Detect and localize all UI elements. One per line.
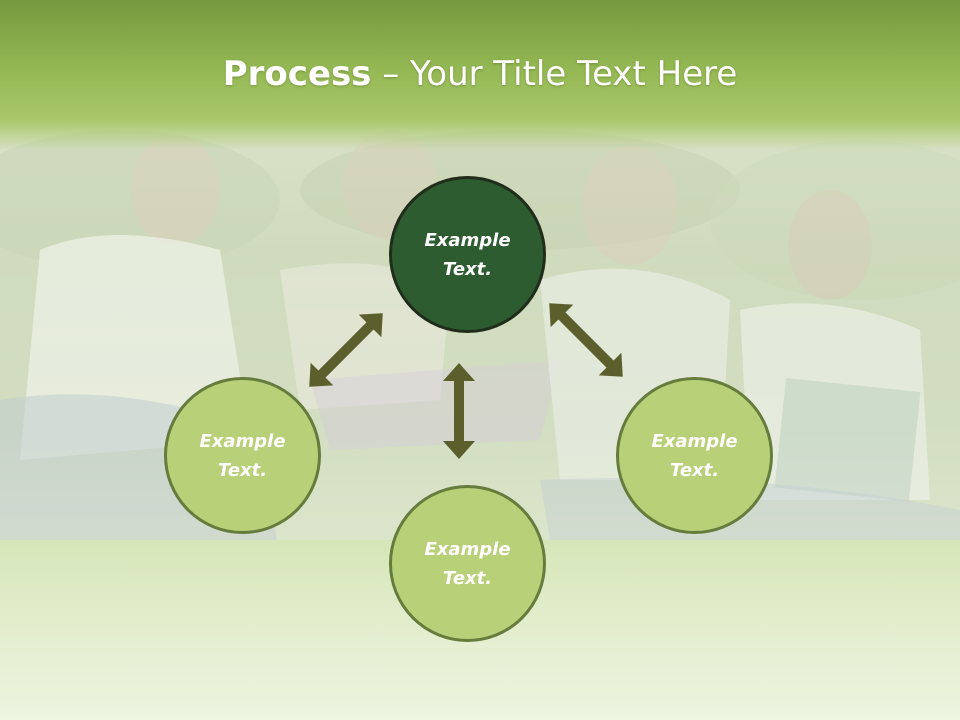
title-rest-part: – Your Title Text Here xyxy=(371,54,738,94)
slide-title: Process – Your Title Text Here xyxy=(0,52,960,96)
title-bar xyxy=(0,0,960,150)
title-bold-part: Process xyxy=(222,54,372,94)
process-node-right[interactable]: Example Text. xyxy=(616,377,773,534)
process-node-left[interactable]: Example Text. xyxy=(164,377,321,534)
node-top-text: Example Text. xyxy=(424,229,511,280)
node-bottom-text: Example Text. xyxy=(424,538,511,589)
process-node-top[interactable]: Example Text. xyxy=(389,176,546,333)
node-right-text: Example Text. xyxy=(651,430,738,481)
process-node-bottom[interactable]: Example Text. xyxy=(389,485,546,642)
node-left-text: Example Text. xyxy=(199,430,286,481)
